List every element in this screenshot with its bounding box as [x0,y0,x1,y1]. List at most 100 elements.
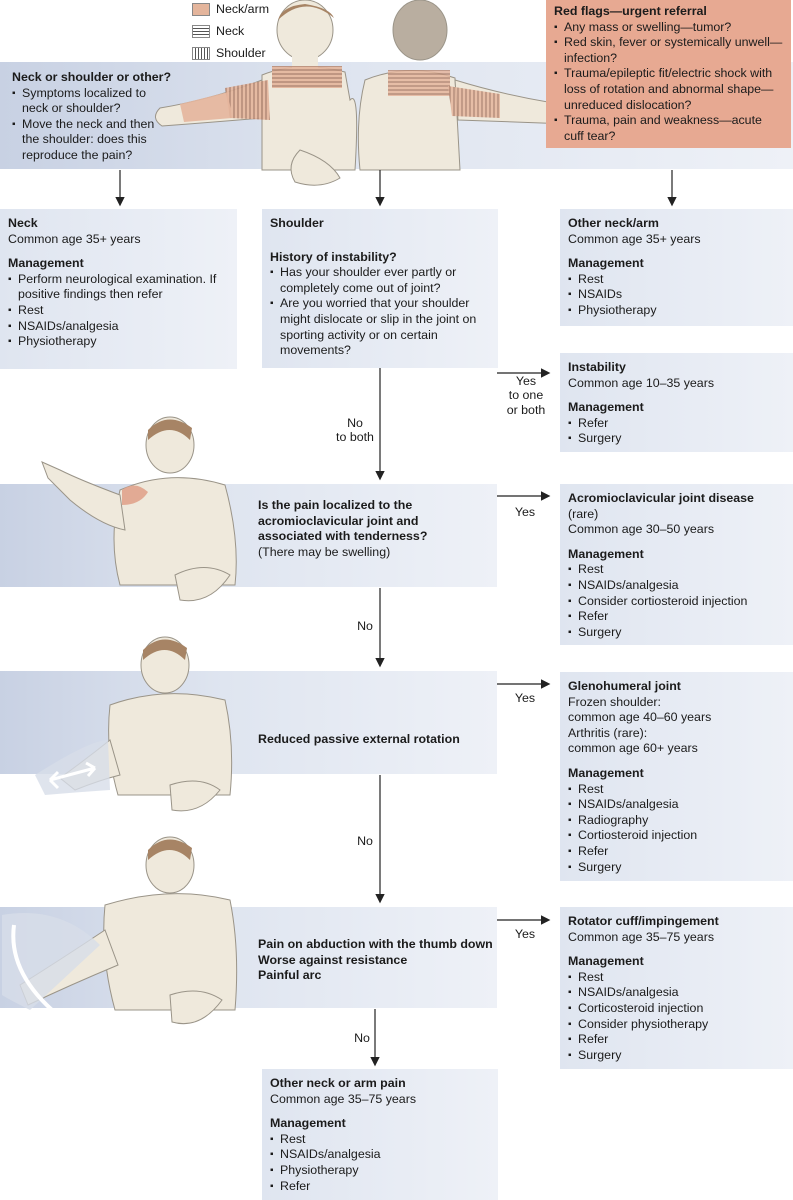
rotation-sweep [35,740,110,795]
gh-mgmt-item: Cortiosteroid injection [568,828,785,844]
red-flag-item: Red skin, fever or systemically unwell—i… [554,35,783,66]
instability-box: Instability Common age 10–35 years Manag… [560,353,793,452]
gh-mgmt-item: Surgery [568,860,785,876]
acj-mgmt-title: Management [568,546,644,561]
other-pain-mgmt-item: NSAIDs/analgesia [270,1147,490,1163]
rc-mgmt-item: Corticosteroid injection [568,1001,785,1017]
rc-question: Pain on abduction with the thumb down Wo… [258,937,498,984]
acj-title: Acromioclavicular joint disease [568,491,754,505]
label-acj-no: No [357,619,373,633]
acj-hair-icon [148,419,192,440]
acj-highlight [122,485,148,505]
neck-shading [272,66,342,88]
rc-mgmt-item: Rest [568,970,785,986]
red-flags-box: Red flags—urgent referral Any mass or sw… [546,0,791,148]
gh-mgmt-item: Refer [568,844,785,860]
label-rc-no: No [354,1031,370,1045]
other-mgmt-title: Management [568,256,644,271]
label-rc-yes: Yes [514,927,536,941]
acj-sub: (rare) [568,506,599,521]
acj-mgmt-item: NSAIDs/analgesia [568,578,785,594]
acj-question-note: (There may be swelling) [258,544,391,559]
label-line: Yes [515,374,537,388]
rc-question-line: Painful arc [258,968,322,983]
neck-swatch [192,24,210,38]
top-question-item: Move the neck and then the shoulder: doe… [12,117,172,164]
label-line: or both [506,402,546,417]
red-flag-item: Trauma/epileptic fit/electric shock with… [554,66,783,113]
legend-neck: Neck [192,24,244,38]
legend-neck-arm: Neck/arm [192,2,269,16]
shoulder-title: Shoulder [270,216,324,230]
shoulder-shading [225,80,270,120]
top-question-item: Symptoms localized to neck or shoulder? [12,86,172,117]
neck-mgmt-item: Perform neurological examination. If pos… [8,272,229,303]
rc-mgmt-title: Management [568,954,644,969]
gh-hair-icon [143,639,187,660]
acj-figure [41,416,237,602]
gh-mgmt-item: Rest [568,782,785,798]
shoulder-swatch [192,46,210,60]
rc-mgmt-item: NSAIDs/analgesia [568,985,785,1001]
legend-shoulder: Shoulder [192,46,266,60]
gh-mgmt-title: Management [568,765,644,780]
rc-hair-icon [148,839,192,860]
top-question: Neck or shoulder or other? Symptoms loca… [12,70,172,164]
shoulder-q-title: History of instability? [270,249,397,264]
rotation-arrow-icon [48,761,97,790]
other-neck-arm-box: Other neck/arm Common age 35+ years Mana… [560,209,793,326]
shoulder-q-item: Has your shoulder ever partly or complet… [270,265,490,296]
gh-mgmt-item: Radiography [568,813,785,829]
label-line: to one [508,388,544,403]
instability-mgmt-title: Management [568,400,644,415]
acj-age: Common age 30–50 years [568,522,715,537]
top-question-title: Neck or shoulder or other? [12,70,172,84]
front-hair-icon [278,4,334,20]
label-acj-yes: Yes [514,505,536,519]
acj-box: Acromioclavicular joint disease (rare) C… [560,484,793,645]
other-mgmt-item: Rest [568,272,785,288]
other-pain-box: Other neck or arm pain Common age 35–75 … [262,1069,498,1200]
acj-mgmt-item: Rest [568,562,785,578]
gh-line: common age 40–60 years [568,710,712,725]
other-pain-title: Other neck or arm pain [270,1076,406,1090]
other-age: Common age 35+ years [568,231,701,246]
neck-age: Common age 35+ years [8,231,141,246]
acj-mgmt-item: Consider cortiosteroid injection [568,594,785,610]
neck-box: Neck Common age 35+ years Management Per… [0,209,237,369]
arm-shading [180,92,232,122]
other-mgmt-item: NSAIDs [568,287,785,303]
rc-mgmt-item: Consider physiotherapy [568,1017,785,1033]
label-line: to both [336,430,374,445]
neck-title: Neck [8,216,38,230]
label-line: No [347,416,363,430]
acj-question-line: associated with tenderness? [258,529,428,544]
other-pain-mgmt-item: Physiotherapy [270,1163,490,1179]
abduction-sweep [2,913,100,1010]
red-flag-item: Any mass or swelling—tumor? [554,20,783,36]
rc-question-line: Pain on abduction with the thumb down [258,937,493,951]
gh-title: Glenohumeral joint [568,679,681,693]
acj-mgmt-item: Surgery [568,625,785,641]
shoulder-q-item: Are you worried that your shoulder might… [270,296,490,358]
gh-line: Frozen shoulder: [568,694,661,709]
red-flag-item: Trauma, pain and weakness—acute cuff tea… [554,113,783,144]
other-pain-mgmt-title: Management [270,1116,346,1131]
neck-mgmt-item: Rest [8,303,229,319]
gh-line: common age 60+ years [568,741,698,756]
label-no-to-both: No to both [325,416,385,445]
glenohumeral-box: Glenohumeral joint Frozen shoulder: comm… [560,672,793,881]
red-flags-title: Red flags—urgent referral [554,4,707,18]
rotator-box: Rotator cuff/impingement Common age 35–7… [560,907,793,1069]
other-pain-mgmt-item: Refer [270,1179,490,1195]
label-gh-yes: Yes [514,691,536,705]
abduction-arrow-icon [11,924,54,1012]
acj-question-line: Is the pain localized to the [258,498,413,512]
neck-arm-swatch [192,2,210,16]
acj-mgmt-item: Refer [568,609,785,625]
other-mgmt-item: Physiotherapy [568,303,785,319]
gh-mgmt-item: NSAIDs/analgesia [568,797,785,813]
gh-question: Reduced passive external rotation [258,732,460,746]
rc-age: Common age 35–75 years [568,929,715,944]
label-gh-no: No [357,834,373,848]
